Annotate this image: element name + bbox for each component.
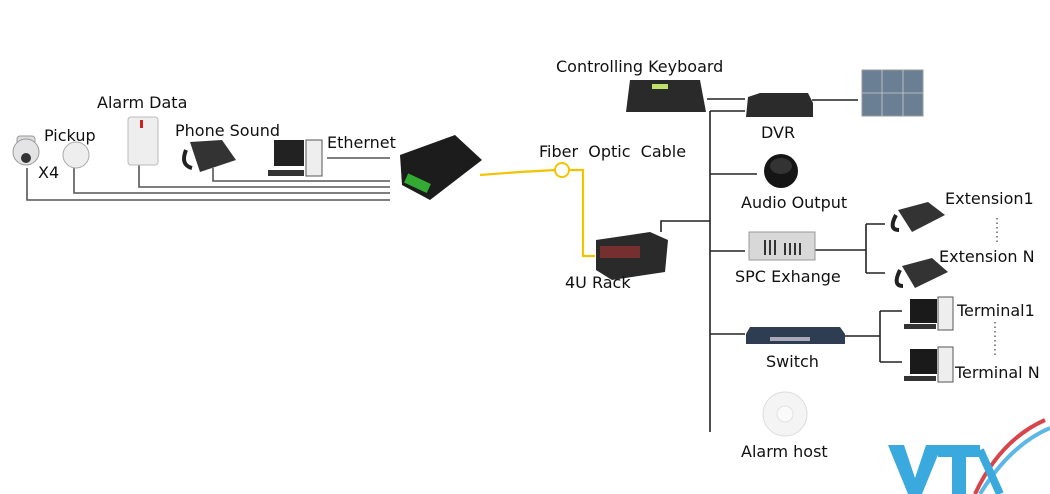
dvr-icon [746,93,813,117]
spc-exchange-icon [748,231,816,261]
label-dvr: DVR [761,123,795,142]
right-connections [660,98,998,432]
label-fiber-optic-cable: Fiber Optic Cable [539,142,686,161]
label-ethernet: Ethernet [327,133,396,152]
alarm-detector-icon [127,116,159,166]
terminal-n-computer-icon [904,346,954,383]
vtx-logo [888,418,1050,494]
label-alarm-host: Alarm host [741,442,828,461]
fiber-optic-cable [479,162,595,258]
telephone-extension-1-icon [890,202,945,232]
label-terminal-1: Terminal1 [956,301,1035,320]
label-extension-n: Extension N [939,247,1035,266]
label-alarm-data: Alarm Data [97,93,187,112]
left-connections [26,157,390,201]
label-camera-count: X4 [38,163,59,182]
label-controlling-keyboard: Controlling Keyboard [556,57,723,76]
label-4u-rack: 4U Rack [565,273,631,292]
video-wall-monitor-icon [861,69,924,117]
fiber-transceiver-icon [400,135,482,200]
alarm-host-icon [762,391,808,437]
label-phone-sound: Phone Sound [175,121,280,140]
controlling-keyboard-icon [626,80,706,112]
label-pickup: Pickup [44,126,96,145]
4u-rack-icon [596,232,668,280]
speed-dome-camera-icon [12,135,40,166]
telephone-icon [182,140,236,172]
pickup-microphone-icon [62,141,90,169]
speaker-icon [764,154,798,188]
label-spc-exchange: SPC Exhange [735,267,841,286]
label-extension-1: Extension1 [945,189,1034,208]
telephone-extension-n-icon [894,258,948,288]
computer-icon [268,139,323,177]
label-switch: Switch [766,352,819,371]
label-audio-output: Audio Output [741,193,847,212]
terminal-1-computer-icon [904,296,954,331]
network-switch-icon [746,327,845,344]
label-terminal-n: Terminal N [954,363,1040,382]
